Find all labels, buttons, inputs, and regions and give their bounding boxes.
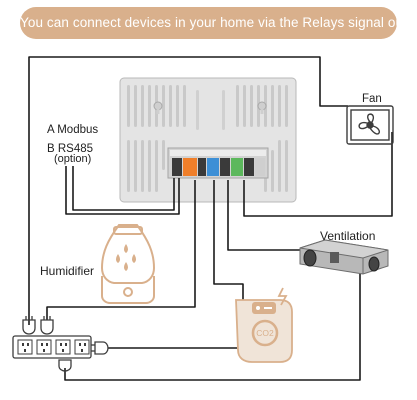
ventilation-label: Ventilation <box>320 229 376 243</box>
humidifier-label: Humidifier <box>40 264 95 278</box>
header-banner: You can connect devices in your home via… <box>20 7 417 39</box>
modbus-label: A Modbus <box>47 124 99 136</box>
fan-label: Fan <box>362 93 382 105</box>
power-plug-icon <box>22 316 109 372</box>
ventilation-unit <box>299 239 389 275</box>
power-strip-icon <box>12 335 92 359</box>
wires <box>28 56 393 381</box>
controller-panel <box>119 77 297 203</box>
co2-sensor-icon: CO2 <box>235 287 293 363</box>
rs485-label: B RS485 <box>47 143 94 155</box>
terminal-block <box>167 147 269 179</box>
co2-label: CO2 <box>256 328 274 338</box>
fan-icon <box>346 105 394 145</box>
option-label: (option) <box>54 153 92 165</box>
humidifier-icon <box>100 224 156 304</box>
